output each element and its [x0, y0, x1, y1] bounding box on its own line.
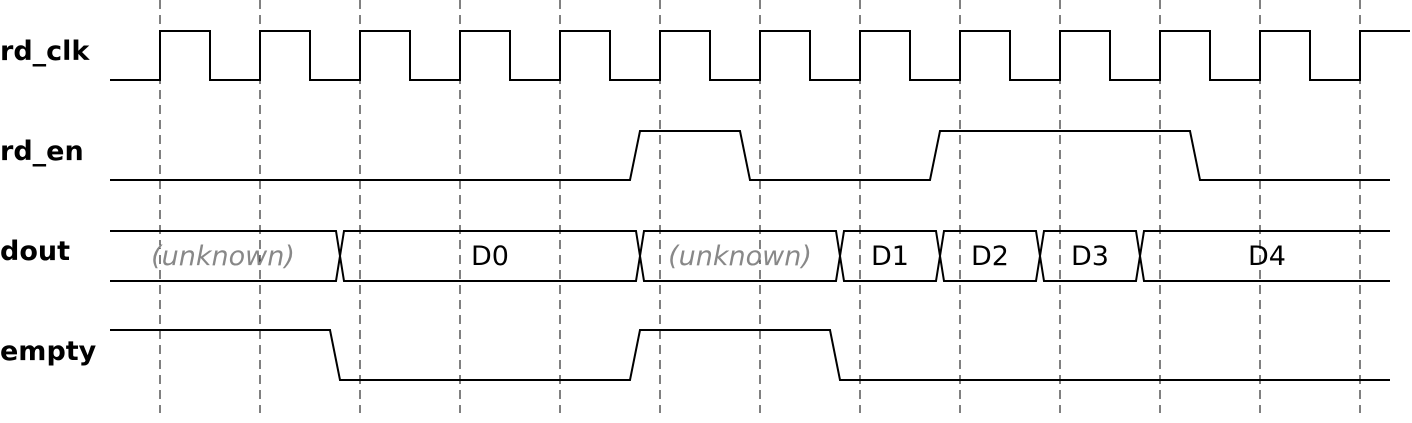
dout-bus-waveform: (unknown) D0 (unknown) D1 D2 D3 D4 — [110, 230, 1390, 282]
dout-segment — [1038, 230, 1142, 282]
dout-segment-label: (unknown) — [151, 241, 295, 272]
dout-segment — [338, 230, 642, 282]
dout-segment-label: D4 — [1248, 241, 1286, 272]
dout-segment — [638, 230, 842, 282]
rd-clk-waveform — [110, 30, 1410, 81]
signal-label-empty: empty — [0, 336, 97, 367]
signal-label-rd-clk: rd_clk — [0, 36, 90, 67]
dout-segment-label: (unknown) — [668, 241, 812, 272]
dout-segment-label: D3 — [1071, 241, 1109, 272]
dout-segment-label: D2 — [971, 241, 1009, 272]
signal-label-rd-en: rd_en — [0, 136, 84, 167]
empty-waveform — [110, 329, 1390, 381]
dout-segment — [1138, 230, 1390, 282]
dout-segment — [838, 230, 942, 282]
dout-segment — [938, 230, 1042, 282]
dout-segment-label: D1 — [871, 241, 909, 272]
rd-en-waveform — [110, 130, 1390, 181]
signal-label-dout: dout — [0, 236, 70, 267]
dout-segment-label: D0 — [471, 241, 509, 272]
